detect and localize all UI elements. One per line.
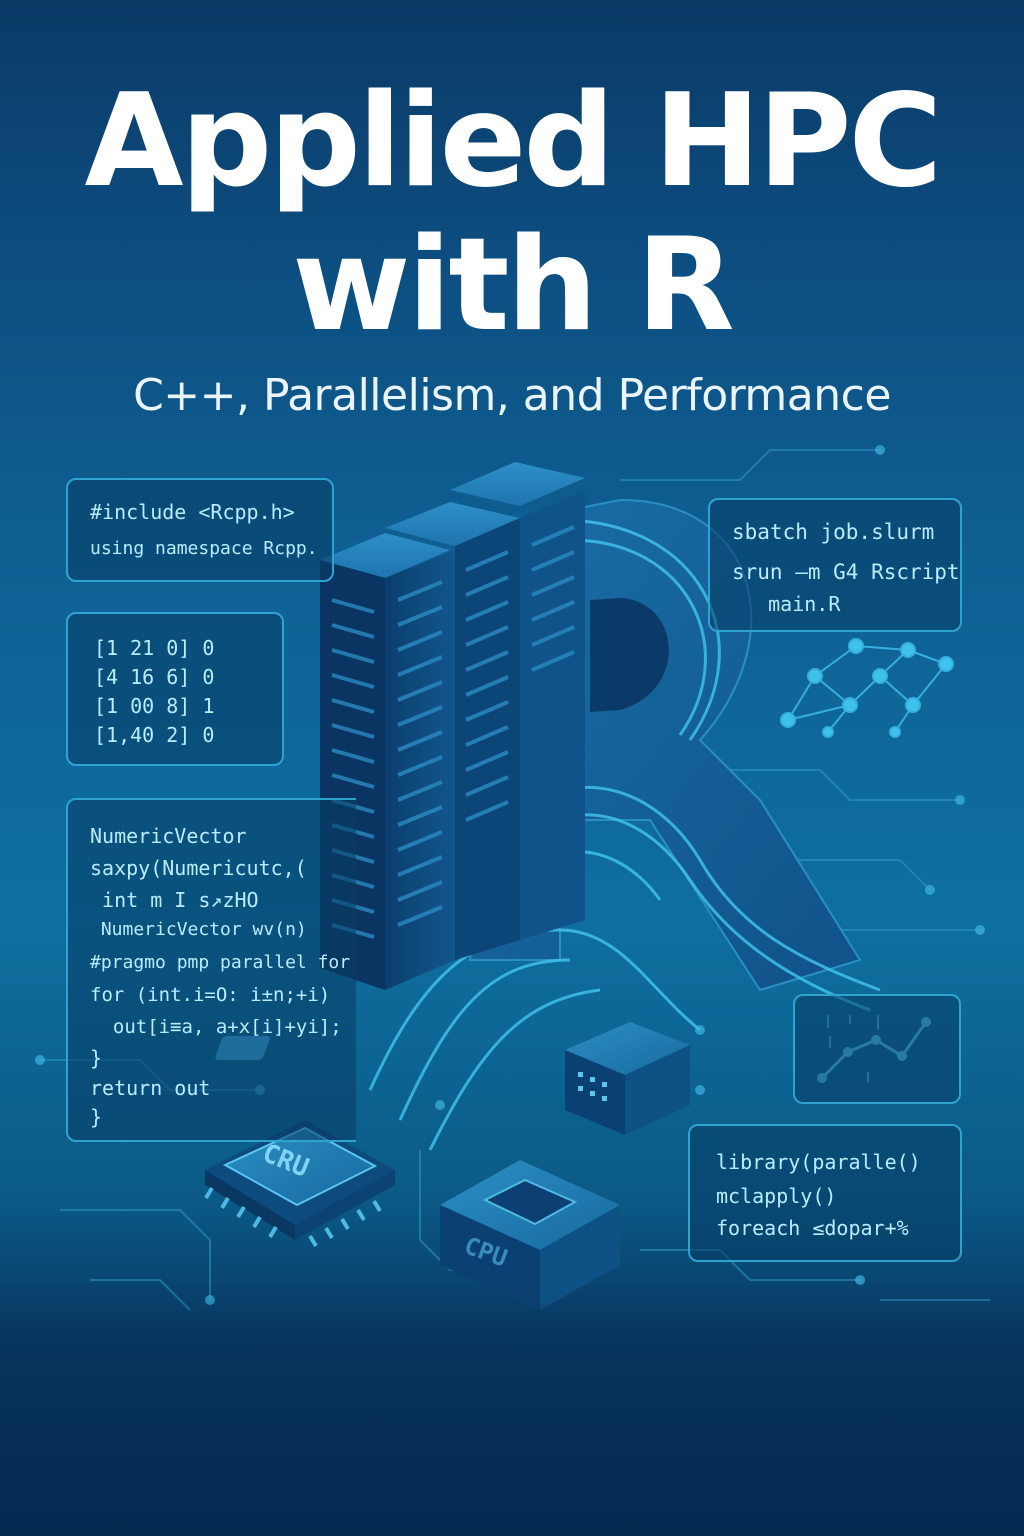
code-line: foreach ≤dopar+% [716,1216,909,1240]
code-line: using namespace Rcpp. [90,538,318,559]
code-line: saxpy(Numericutc,( [90,856,307,880]
chart-panel [793,994,961,1104]
code-line: mclapply() [716,1184,837,1208]
code-line: int m I s↗zHO [90,888,259,912]
matrix-row: [1 00 8] 1 [94,694,215,718]
code-line: NumericVector wv(n) [90,919,307,940]
slurm-panel: sbatch job.slurm srun –m G4 Rscript main… [708,498,962,632]
code-line: out[i≡a, a+x[i]+yi]; [90,1016,342,1038]
matrix-row: [1 21 0] 0 [94,636,215,660]
cover-title-line1: Applied HPC [84,67,943,216]
code-line: return out [90,1076,211,1100]
matrix-row: [4 16 6] 0 [94,665,215,689]
code-line: sbatch job.slurm [732,520,935,544]
cover-subtitle: C++, Parallelism, and Performance [133,370,891,421]
rcpp-header-panel: #include <Rcpp.h> using namespace Rcpp. [66,478,334,582]
code-line: } [90,1105,103,1129]
saxpy-code-panel: NumericVector saxpy(Numericutc,( int m I… [66,798,356,1142]
server-rack [320,462,585,990]
network-graph [780,638,954,738]
matrix-row: [1,40 2] 0 [94,723,215,747]
code-line: srun –m G4 Rscript [732,560,960,584]
code-line: #pragmo pmp parallel for [90,952,351,973]
code-line: library(paralle() [716,1150,921,1174]
code-line: NumericVector [90,824,247,848]
code-line: main.R [732,592,841,616]
code-line: for (int.i=O: i±n;+i) [90,984,331,1006]
parallel-code-panel: library(paralle() mclapply() foreach ≤do… [688,1124,962,1262]
code-line: #include <Rcpp.h> [90,500,295,524]
matrix-panel: [1 21 0] 0 [4 16 6] 0 [1 00 8] 1 [1,40 2… [66,612,284,766]
cpu-chip-left-icon [204,1120,395,1248]
cover-title-line2: with R [292,211,735,360]
code-line: } [90,1046,103,1070]
